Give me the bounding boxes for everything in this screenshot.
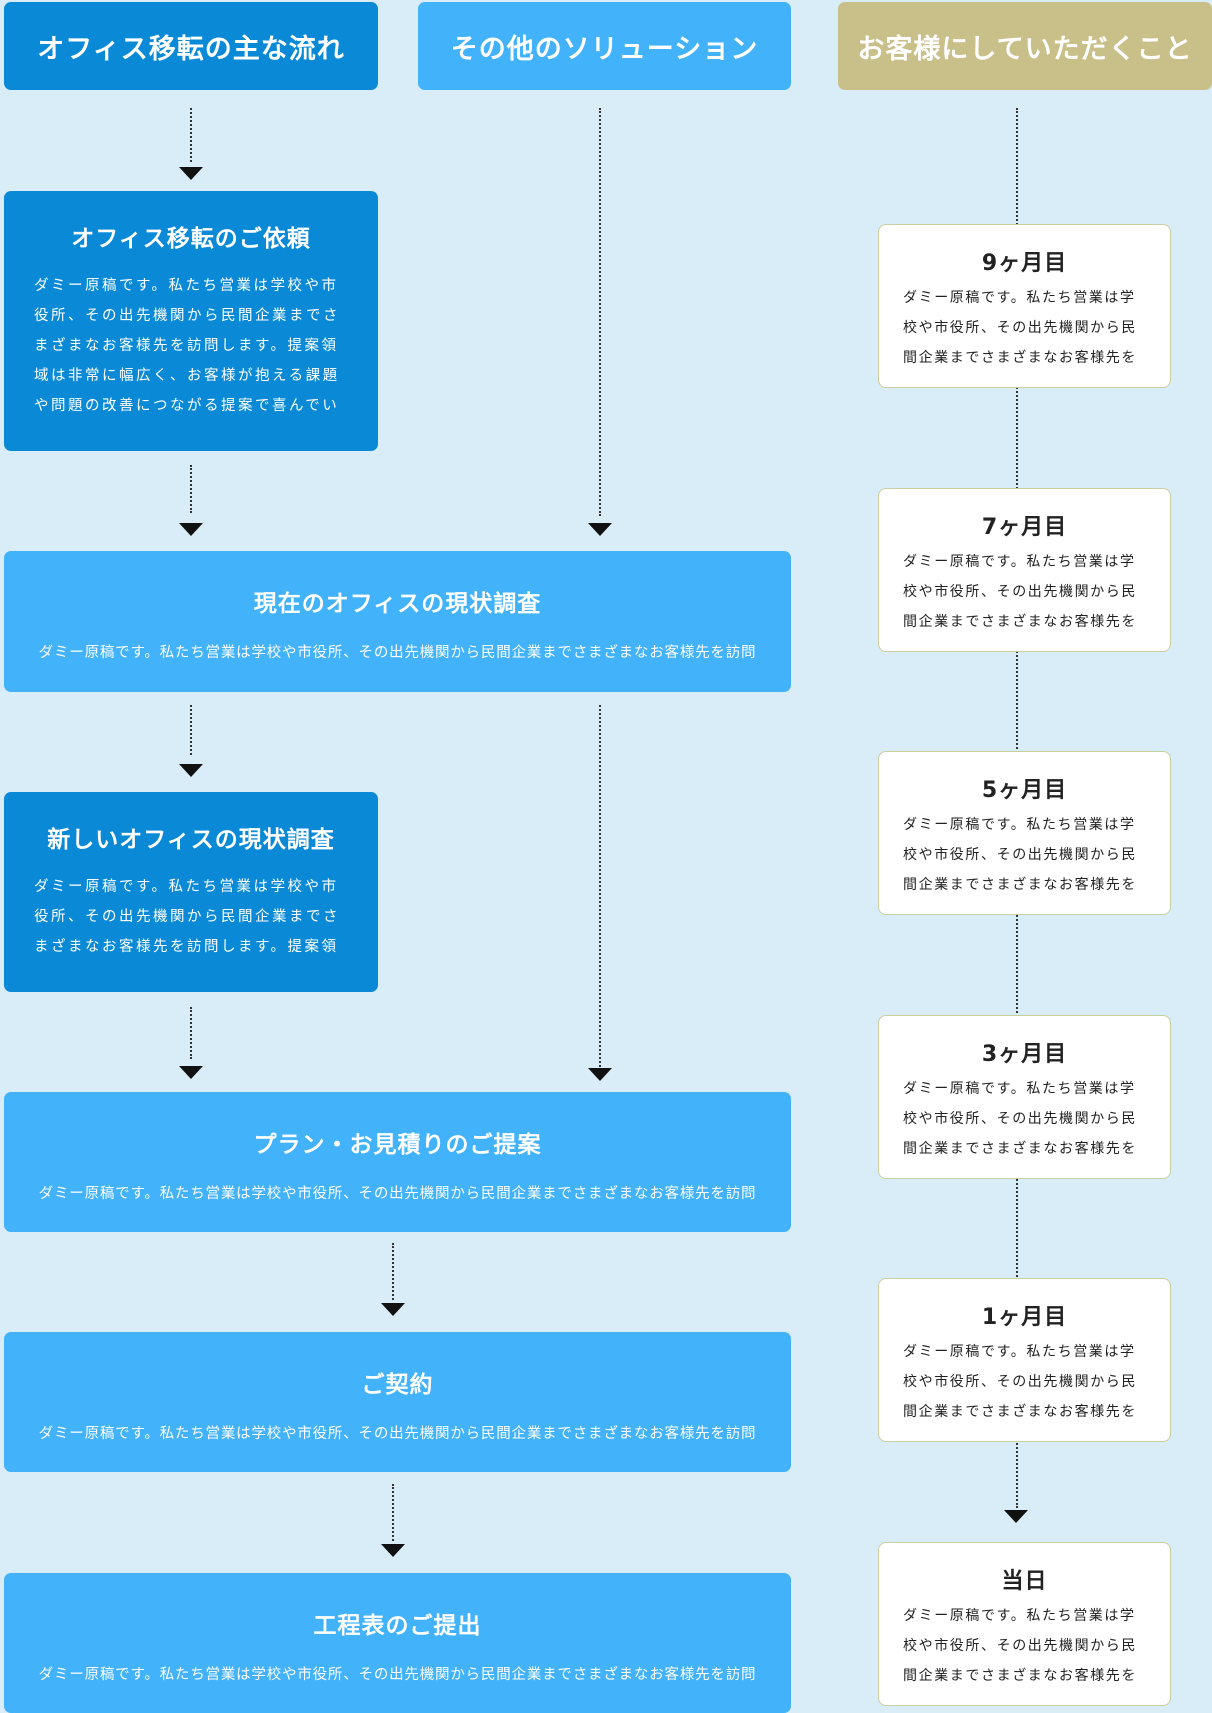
step-title: ご契約: [361, 1372, 434, 1398]
step-title: 現在のオフィスの現状調査: [253, 591, 542, 617]
step-description: ダミー原稿です。私たち営業は学校や市役所、その出先機関から民間企業までさまざまな…: [34, 278, 340, 414]
timeline-card-3-months: 3ヶ月目 ダミー原稿です。私たち営業は学校や市役所、その出先機関から民間企業まで…: [878, 1015, 1171, 1179]
step-title: 工程表のご提出: [313, 1613, 482, 1639]
arrow-down-icon: [588, 1068, 612, 1081]
timeline-card-1-month: 1ヶ月目 ダミー原稿です。私たち営業は学校や市役所、その出先機関から民間企業まで…: [878, 1278, 1171, 1442]
connector-line: [190, 1007, 192, 1059]
step-description: ダミー原稿です。私たち営業は学校や市役所、その出先機関から民間企業までさまざまな…: [38, 1426, 757, 1442]
step-description: ダミー原稿です。私たち営業は学校や市役所、その出先機関から民間企業までさまざまな…: [38, 645, 757, 661]
timeline-title: 1ヶ月目: [981, 1305, 1068, 1330]
timeline-description: ダミー原稿です。私たち営業は学校や市役所、その出先機関から民間企業までさまざまな…: [903, 817, 1137, 893]
timeline-description: ダミー原稿です。私たち営業は学校や市役所、その出先機関から民間企業までさまざまな…: [903, 554, 1137, 630]
timeline-title: 7ヶ月目: [981, 515, 1068, 540]
step-contract: ご契約 ダミー原稿です。私たち営業は学校や市役所、その出先機関から民間企業までさ…: [4, 1332, 791, 1472]
step-schedule-submission: 工程表のご提出 ダミー原稿です。私たち営業は学校や市役所、その出先機関から民間企…: [4, 1573, 791, 1713]
timeline-card-9-months: 9ヶ月目 ダミー原稿です。私たち営業は学校や市役所、その出先機関から民間企業まで…: [878, 224, 1171, 388]
arrow-down-icon: [179, 1066, 203, 1079]
timeline-title: 3ヶ月目: [981, 1042, 1068, 1067]
connector-line: [190, 465, 192, 513]
header-main-flow: オフィス移転の主な流れ: [4, 2, 378, 90]
timeline-title: 9ヶ月目: [981, 251, 1068, 276]
timeline-card-7-months: 7ヶ月目 ダミー原稿です。私たち営業は学校や市役所、その出先機関から民間企業まで…: [878, 488, 1171, 652]
connector-line: [599, 705, 601, 1067]
arrow-down-icon: [588, 523, 612, 536]
timeline-title: 5ヶ月目: [981, 778, 1068, 803]
timeline-description: ダミー原稿です。私たち営業は学校や市役所、その出先機関から民間企業までさまざまな…: [903, 290, 1137, 366]
timeline-description: ダミー原稿です。私たち営業は学校や市役所、その出先機関から民間企業までさまざまな…: [903, 1344, 1137, 1420]
connector-line: [190, 108, 192, 162]
header-customer-tasks: お客様にしていただくこと: [838, 2, 1212, 90]
connector-line: [392, 1243, 394, 1300]
header-other-solutions: その他のソリューション: [418, 2, 791, 90]
timeline-card-day-of: 当日 ダミー原稿です。私たち営業は学校や市役所、その出先機関から民間企業までさま…: [878, 1542, 1171, 1706]
step-description: ダミー原稿です。私たち営業は学校や市役所、その出先機関から民間企業までさまざまな…: [38, 1667, 757, 1683]
timeline-description: ダミー原稿です。私たち営業は学校や市役所、その出先機関から民間企業までさまざまな…: [903, 1608, 1137, 1684]
timeline-title: 当日: [1001, 1569, 1048, 1594]
connector-line: [190, 705, 192, 755]
connector-line: [392, 1484, 394, 1541]
arrow-down-icon: [381, 1544, 405, 1557]
timeline-card-5-months: 5ヶ月目 ダミー原稿です。私たち営業は学校や市役所、その出先機関から民間企業まで…: [878, 751, 1171, 915]
arrow-down-icon: [179, 764, 203, 777]
step-title: プラン・お見積りのご提案: [253, 1132, 542, 1158]
step-title: オフィス移転のご依頼: [71, 226, 311, 252]
step-description: ダミー原稿です。私たち営業は学校や市役所、その出先機関から民間企業までさまざまな…: [38, 1186, 757, 1202]
timeline-description: ダミー原稿です。私たち営業は学校や市役所、その出先機関から民間企業までさまざまな…: [903, 1081, 1137, 1157]
step-office-move-request: オフィス移転のご依頼 ダミー原稿です。私たち営業は学校や市役所、その出先機関から…: [4, 191, 378, 451]
step-current-office-survey: 現在のオフィスの現状調査 ダミー原稿です。私たち営業は学校や市役所、その出先機関…: [4, 551, 791, 692]
step-description: ダミー原稿です。私たち営業は学校や市役所、その出先機関から民間企業までさまざまな…: [34, 879, 340, 955]
step-new-office-survey: 新しいオフィスの現状調査 ダミー原稿です。私たち営業は学校や市役所、その出先機関…: [4, 792, 378, 992]
arrow-down-icon: [179, 523, 203, 536]
arrow-down-icon: [1004, 1510, 1028, 1523]
arrow-down-icon: [381, 1303, 405, 1316]
step-plan-estimate-proposal: プラン・お見積りのご提案 ダミー原稿です。私たち営業は学校や市役所、その出先機関…: [4, 1092, 791, 1232]
step-title: 新しいオフィスの現状調査: [47, 827, 335, 853]
connector-line: [599, 108, 601, 516]
arrow-down-icon: [179, 167, 203, 180]
